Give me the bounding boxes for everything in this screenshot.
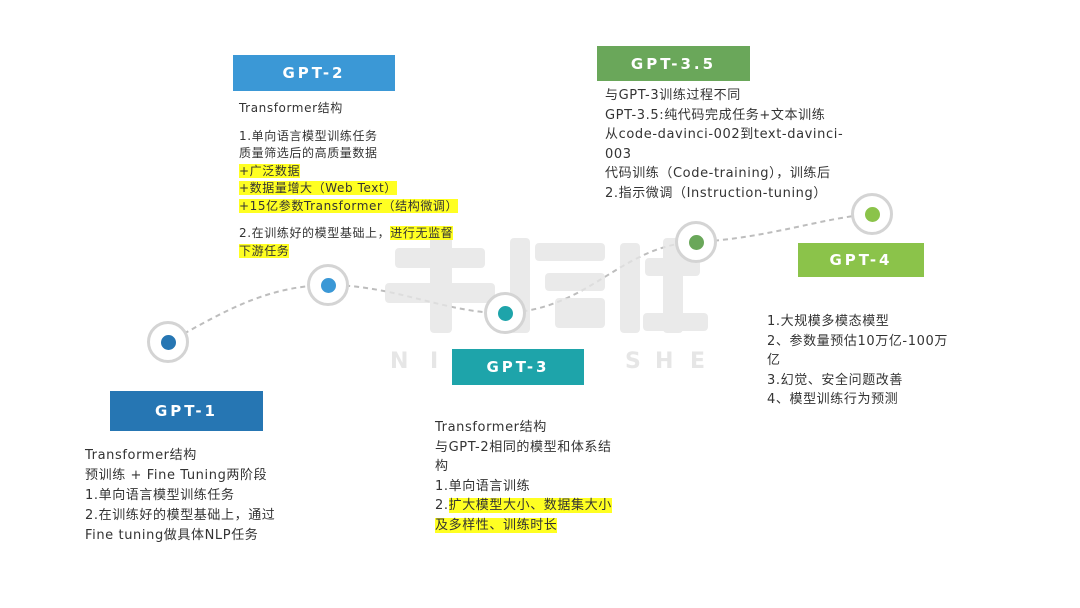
gpt3-line: Transformer结构 xyxy=(435,420,547,435)
gpt3-node xyxy=(484,292,526,334)
gpt3-line: 2. xyxy=(435,498,449,513)
gpt2-highlight: +数据量增大（Web Text） xyxy=(239,181,397,195)
gpt2-line: 1.单向语言模型训练任务 xyxy=(239,128,378,143)
gpt4-dot xyxy=(864,206,880,222)
svg-text:I: I xyxy=(430,349,438,374)
gpt2-line: Transformer结构 xyxy=(239,101,343,115)
gpt35-dot xyxy=(688,234,704,250)
gpt35-line: 2.指示微调（Instruction-tuning） xyxy=(605,185,827,201)
gpt2-line: 2.在训练好的模型基础上， xyxy=(239,226,391,240)
gpt35-node xyxy=(675,221,717,263)
gpt4-line: 3.幻觉、安全问题改善 xyxy=(767,372,904,388)
gpt1-line: 2.在训练好的模型基础上，通过 xyxy=(85,508,276,523)
gpt35-line: 与GPT-3训练过程不同 xyxy=(605,88,741,103)
gpt2-node xyxy=(307,264,349,306)
gpt4-node xyxy=(851,193,893,235)
gpt2-label: GPT-2 xyxy=(233,55,395,91)
gpt1-node xyxy=(147,321,189,363)
gpt2-highlight: +15亿参数Transformer（结构微调） xyxy=(239,198,459,213)
gpt4-line: 亿 xyxy=(767,353,781,368)
gpt4-label: GPT-4 xyxy=(798,243,924,277)
gpt35-line: 从code-davinci-002到text-davinci- xyxy=(605,127,844,142)
gpt3-dot xyxy=(497,305,513,321)
gpt2-description: Transformer结构 1.单向语言模型训练任务 质量筛选后的高质量数据 +… xyxy=(239,100,459,260)
svg-text:N: N xyxy=(390,349,408,374)
gpt35-description: 与GPT-3训练过程不同 GPT-3.5:纯代码完成任务+文本训练 从code-… xyxy=(605,86,843,203)
gpt4-line: 4、模型训练行为预测 xyxy=(767,392,899,407)
gpt1-line: 1.单向语言模型训练任务 xyxy=(85,488,235,503)
gpt35-line: 代码训练（Code-training），训练后 xyxy=(605,166,831,181)
gpt1-dot xyxy=(160,334,176,350)
gpt1-line: Fine tuning做具体NLP任务 xyxy=(85,528,259,543)
gpt2-line: 质量筛选后的高质量数据 xyxy=(239,146,378,160)
gpt35-line: 003 xyxy=(605,146,632,162)
gpt3-label: GPT-3 xyxy=(452,349,584,385)
gpt1-line: 预训练 + Fine Tuning两阶段 xyxy=(85,468,268,483)
gpt2-highlight: +广泛数据 xyxy=(239,163,301,178)
svg-text:S: S xyxy=(625,349,641,374)
gpt3-line: 构 xyxy=(435,459,449,474)
gpt1-line: Transformer结构 xyxy=(85,448,197,463)
gpt35-label: GPT-3.5 xyxy=(597,46,750,81)
gpt2-highlight: 下游任务 xyxy=(239,243,290,258)
svg-text:H: H xyxy=(655,349,673,374)
svg-text:E: E xyxy=(690,349,705,374)
gpt4-description: 1.大规模多模态模型 2、参数量预估10万亿-100万 亿 3.幻觉、安全问题改… xyxy=(767,312,948,410)
gpt35-line: GPT-3.5:纯代码完成任务+文本训练 xyxy=(605,107,826,123)
gpt2-dot xyxy=(320,277,336,293)
gpt3-line: 1.单向语言训练 xyxy=(435,478,531,494)
gpt3-description: Transformer结构 与GPT-2相同的模型和体系结 构 1.单向语言训练… xyxy=(435,418,612,535)
gpt1-description: Transformer结构 预训练 + Fine Tuning两阶段 1.单向语… xyxy=(85,446,275,546)
gpt3-highlight: 扩大模型大小、数据集大小 xyxy=(448,498,612,513)
gpt3-highlight: 及多样性、训练时长 xyxy=(435,517,558,533)
gpt2-highlight: 进行无监督 xyxy=(390,226,454,240)
gpt4-line: 1.大规模多模态模型 xyxy=(767,314,890,329)
gpt3-line: 与GPT-2相同的模型和体系结 xyxy=(435,439,612,455)
gpt4-line: 2、参数量预估10万亿-100万 xyxy=(767,333,948,349)
gpt1-label: GPT-1 xyxy=(110,391,263,431)
